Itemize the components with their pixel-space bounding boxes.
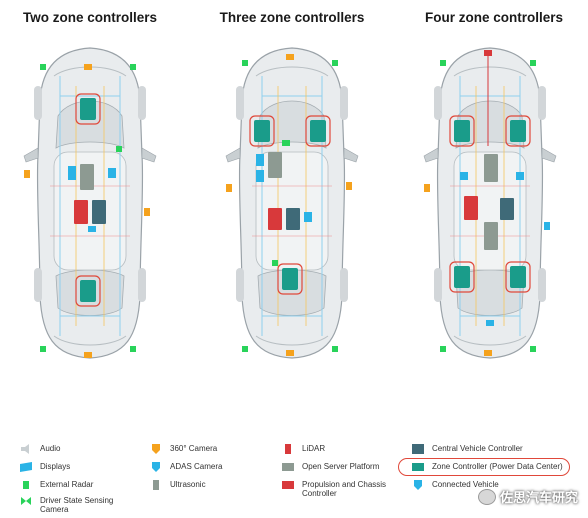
zone-controller-front xyxy=(80,98,96,120)
lidar-icon xyxy=(285,444,291,454)
legend: Audio Displays External Radar Driver Sta… xyxy=(0,438,588,518)
car-four-zone xyxy=(423,47,557,359)
legend-adas-camera: ADAS Camera xyxy=(150,462,260,472)
title-four-zone: Four zone controllers xyxy=(424,10,563,25)
zone-controller-highlight xyxy=(398,458,570,476)
legend-lidar: LiDAR xyxy=(282,444,392,454)
audio-icon xyxy=(21,444,29,454)
title-two-zone: Two zone controllers xyxy=(22,10,157,25)
connected-vehicle-icon xyxy=(414,480,422,490)
watermark-logo-icon xyxy=(477,488,496,505)
legend-ultrasonic: Ultrasonic xyxy=(150,480,260,490)
driver-camera-icon xyxy=(21,497,31,505)
legend-connected-vehicle: Connected Vehicle xyxy=(412,480,572,490)
central-controller-icon xyxy=(412,444,424,454)
zone-controller-icon xyxy=(412,463,424,471)
legend-360-camera: 360° Camera xyxy=(150,444,260,454)
legend-audio: Audio xyxy=(20,444,130,454)
legend-propulsion: Propulsion and Chassis Controller xyxy=(282,480,392,498)
adas-camera-icon xyxy=(152,462,160,472)
legend-open-server: Open Server Platform xyxy=(282,462,392,472)
radar-icon xyxy=(23,481,29,489)
propulsion-icon xyxy=(282,481,294,489)
legend-central-vehicle: Central Vehicle Controller xyxy=(412,444,572,454)
car-two-zone xyxy=(23,47,157,359)
legend-displays: Displays xyxy=(20,462,130,472)
ultrasonic-icon xyxy=(153,480,159,490)
legend-zone-controller: Zone Controller (Power Data Center) xyxy=(412,462,572,472)
title-three-zone: Three zone controllers xyxy=(219,10,365,25)
zone-controller-rear xyxy=(80,280,96,302)
server-icon xyxy=(282,463,294,471)
display-icon xyxy=(20,462,32,472)
legend-driver-state: Driver State Sensing Camera xyxy=(20,496,130,514)
car-diagrams xyxy=(23,47,557,359)
camera-360-icon xyxy=(152,444,160,454)
car-three-zone xyxy=(225,47,359,359)
legend-external-radar: External Radar xyxy=(20,480,130,490)
watermark: 佐思汽车研究 xyxy=(477,487,578,506)
